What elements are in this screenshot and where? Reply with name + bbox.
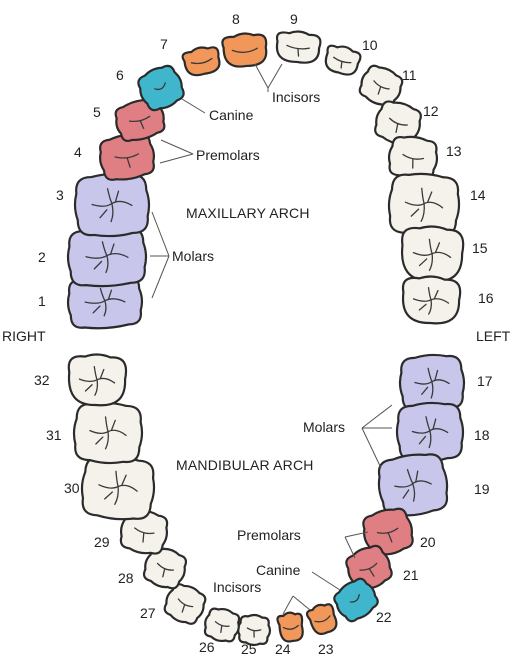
tooth-number-17: 17 [477, 373, 493, 389]
tooth-24 [277, 611, 305, 643]
tooth-number-10: 10 [362, 37, 378, 53]
tooth-3 [73, 172, 150, 238]
tooth-number-6: 6 [116, 67, 124, 83]
tooth-number-5: 5 [93, 104, 101, 120]
tooth-number-27: 27 [140, 605, 156, 621]
tooth-10-crown [322, 43, 362, 78]
lower-molars-label: Molars [303, 419, 345, 435]
tooth-number-11: 11 [402, 67, 417, 83]
tooth-9 [275, 30, 321, 64]
tooth-31 [72, 401, 143, 464]
left-side-label: LEFT [476, 328, 511, 344]
maxillary-arch-label: MAXILLARY ARCH [186, 205, 310, 221]
tooth-30 [79, 454, 156, 522]
tooth-number-20: 20 [420, 534, 436, 550]
tooth-23-crown [305, 601, 340, 637]
lower-canine-label: Canine [256, 562, 301, 578]
tooth-number-14: 14 [470, 187, 486, 203]
teeth-layer [66, 30, 465, 647]
lower-incisors-label: Incisors [213, 579, 261, 595]
tooth-number-4: 4 [74, 144, 82, 160]
tooth-number-2: 2 [38, 249, 46, 265]
tooth-number-22: 22 [376, 609, 392, 625]
upper-incisors-label: Incisors [272, 89, 320, 105]
tooth-number-23: 23 [318, 641, 334, 657]
tooth-number-19: 19 [474, 481, 490, 497]
tooth-number-1: 1 [38, 293, 46, 309]
tooth-32 [67, 354, 126, 407]
lower-premolars-label: Premolars [237, 527, 301, 543]
tooth-number-25: 25 [241, 641, 257, 657]
tooth-7 [181, 44, 222, 78]
tooth-number-3: 3 [56, 187, 64, 203]
tooth-number-26: 26 [199, 639, 215, 655]
tooth-23 [305, 601, 340, 637]
tooth-9-crown [275, 30, 321, 64]
tooth-number-13: 13 [446, 143, 462, 159]
upper-canine-label: Canine [209, 107, 254, 123]
tooth-7-crown [181, 44, 222, 78]
upper-molars-label: Molars [172, 248, 214, 264]
tooth-number-12: 12 [423, 103, 439, 119]
tooth-number-9: 9 [290, 11, 298, 27]
tooth-8-crown [222, 32, 268, 68]
tooth-number-18: 18 [474, 427, 490, 443]
mandibular-arch-label: MANDIBULAR ARCH [176, 457, 314, 473]
tooth-16 [401, 275, 461, 325]
tooth-number-31: 31 [46, 427, 62, 443]
tooth-number-32: 32 [34, 372, 50, 388]
tooth-number-29: 29 [94, 534, 110, 550]
tooth-10 [322, 43, 362, 78]
tooth-number-7: 7 [160, 36, 168, 52]
tooth-number-28: 28 [118, 570, 134, 586]
tooth-15 [400, 225, 464, 283]
tooth-number-8: 8 [232, 11, 240, 27]
tooth-number-24: 24 [275, 641, 291, 657]
tooth-number-21: 21 [403, 567, 419, 583]
tooth-24-crown [277, 611, 305, 643]
tooth-number-16: 16 [478, 290, 494, 306]
right-side-label: RIGHT [2, 328, 46, 344]
tooth-25-groove [253, 631, 254, 637]
tooth-number-30: 30 [64, 480, 80, 496]
tooth-8 [222, 32, 268, 68]
upper-premolars-label: Premolars [196, 147, 260, 163]
tooth-number-15: 15 [472, 240, 488, 256]
